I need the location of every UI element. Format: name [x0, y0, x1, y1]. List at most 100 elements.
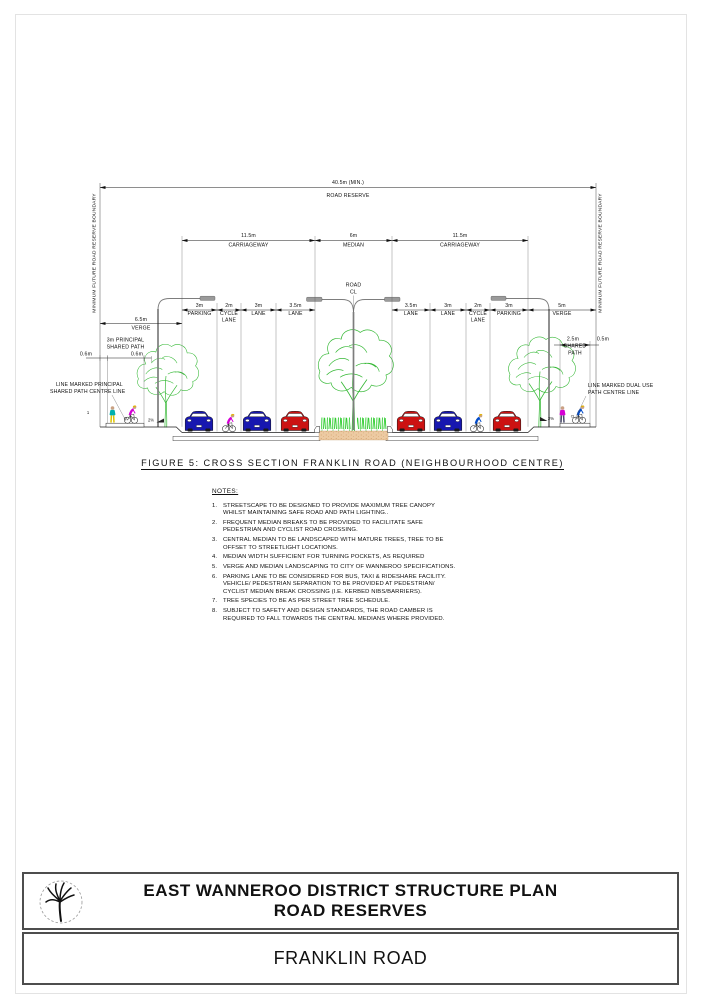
dual-path-dim: 2.5m — [567, 337, 579, 343]
slope-marker-left: 2% — [148, 418, 164, 423]
path-cl-marker-right: CL — [571, 415, 576, 419]
road-reserve-dim-label: 40.5m (MIN.) — [332, 180, 364, 186]
carriageway-right-label: CARRIAGEWAY — [440, 243, 480, 249]
slope-marker-right: 2% — [540, 416, 554, 421]
lane-left-inner-label: LANE — [288, 311, 303, 317]
cyclist-icon-cycle-lane-left — [222, 412, 236, 433]
note-item: SUBJECT TO SAFETY AND DESIGN STANDARDS, … — [212, 608, 445, 622]
page-border — [15, 14, 687, 994]
median-dim: 6m — [350, 233, 358, 239]
note-item: CENTRAL MEDIAN TO BE LANDSCAPED WITH MAT… — [212, 537, 444, 551]
datum-mark: 1 — [87, 410, 90, 415]
car-icon-lane-right-inner — [396, 410, 426, 432]
leader-label-left-1: LINE MARKED PRINCIPAL — [56, 382, 123, 388]
slope-label: 2% — [548, 416, 554, 421]
notes-heading: NOTES: — [212, 488, 239, 495]
road-reserve-label: ROAD RESERVE — [327, 193, 370, 199]
figure-caption-text: FIGURE 5: CROSS SECTION FRANKLIN ROAD (N… — [141, 458, 564, 470]
leader-label-right-2: PATH CENTRE LINE — [588, 390, 640, 396]
carriageway-right-dim: 11.5m — [453, 233, 468, 239]
cross-section-drawing: 2% 2% 40.5m (MIN.) ROAD RESERVE MINIMUM … — [50, 180, 654, 441]
streetlight-icon-median — [306, 297, 401, 430]
cycle-left-dim: 2m — [225, 303, 233, 309]
lane-right-inner-label: LANE — [404, 311, 419, 317]
streetlight-icon-right — [490, 296, 550, 427]
verge-right-dim: 5m — [558, 303, 566, 309]
title-line-1: EAST WANNEROO DISTRICT STRUCTURE PLAN — [143, 881, 558, 901]
median-grass-left — [321, 417, 351, 431]
carriageway-left-dim: 11.5m — [241, 233, 256, 239]
median-kerb-right — [387, 425, 393, 433]
principal-path-label: SHARED PATH — [107, 345, 145, 351]
pedestrian-icon-left-verge — [109, 406, 116, 423]
parking-right-label: PARKING — [497, 311, 521, 317]
cycle-right-dim: 2m — [474, 303, 482, 309]
principal-path-dim: 3m PRINCIPAL — [107, 338, 144, 344]
road-cl-label-top: ROAD — [346, 283, 362, 289]
carriageway-left-label: CARRIAGEWAY — [229, 243, 269, 249]
car-icon-lane-left — [242, 410, 272, 432]
boundary-lines — [99, 183, 597, 427]
tree-icon-median — [317, 329, 394, 432]
car-icon-lane-left-inner — [280, 410, 310, 432]
title-line-2: ROAD RESERVES — [273, 901, 428, 920]
tree-icon-left-verge — [136, 343, 200, 428]
lane-right-inner-dim: 3.5m — [405, 303, 417, 309]
notes-section: NOTES: STREETSCAPE TO BE DESIGNED TO PRO… — [212, 488, 456, 625]
cycle-left-label2: LANE — [222, 318, 237, 324]
car-icon-parking-right — [492, 410, 522, 432]
verge-left-dim: 6.5m — [135, 317, 147, 323]
parking-right-dim: 3m — [505, 303, 513, 309]
note-item: TREE SPECIES TO BE AS PER STREET TREE SC… — [212, 598, 390, 606]
shared-path-slab-left — [105, 422, 145, 428]
title-block: EAST WANNEROO DISTRICT STRUCTURE PLAN RO… — [22, 872, 679, 930]
notes-list: STREETSCAPE TO BE DESIGNED TO PROVIDE MA… — [212, 503, 456, 623]
boundary-label-left: MINIMUM FUTURE ROAD RESERVE BOUNDARY — [92, 193, 98, 313]
figure-caption: FIGURE 5: CROSS SECTION FRANKLIN ROAD (N… — [0, 453, 705, 471]
lane-left-label: LANE — [251, 311, 266, 317]
note-item: STREETSCAPE TO BE DESIGNED TO PROVIDE MA… — [212, 502, 435, 517]
note-item: FREQUENT MEDIAN BREAKS TO BE PROVIDED TO… — [212, 520, 423, 534]
dual-path-label1: SHARED — [564, 344, 587, 350]
offset-right-dim: 0.5m — [597, 337, 609, 343]
road-structure — [100, 417, 596, 441]
cyclist-icon-cycle-lane-right — [470, 412, 484, 433]
streetlight-icon-left — [157, 296, 216, 427]
verge-left-label: VERGE — [132, 326, 151, 332]
leader-label-left-2: SHARED PATH CENTRE LINE — [50, 389, 126, 395]
road-name: FRANKLIN ROAD — [273, 948, 428, 968]
cycle-right-label2: LANE — [471, 318, 486, 324]
lane-right-label: LANE — [441, 311, 456, 317]
note-item: MEDIAN WIDTH SUFFICIENT FOR TURNING POCK… — [212, 554, 425, 562]
lane-left-inner-dim: 3.5m — [289, 303, 301, 309]
shared-path-slab-right — [559, 422, 591, 428]
parking-left-dim: 3m — [196, 303, 204, 309]
lane-right-dim: 3m — [444, 303, 452, 309]
path-cl-marker-left: CL — [124, 417, 129, 421]
dimension-lines — [86, 185, 599, 361]
parking-left-label: PARKING — [187, 311, 211, 317]
wanneroo-logo — [38, 879, 84, 930]
tree-icon-right-verge — [508, 336, 576, 428]
cycle-right-label: CYCLE — [469, 311, 487, 317]
road-cl-label-bottom: CL — [350, 290, 357, 296]
boundary-label-right: MINIMUM FUTURE ROAD RESERVE BOUNDARY — [598, 193, 604, 313]
car-icon-lane-right — [433, 410, 463, 432]
lane-boundary-lines — [107, 236, 591, 432]
leader-lines — [111, 394, 587, 422]
slope-label: 2% — [148, 418, 154, 423]
pedestrian-icon-right-verge — [559, 406, 566, 423]
leader-label-right-1: LINE MARKED DUAL USE — [588, 383, 654, 389]
median-grass-right — [357, 417, 387, 431]
note-item: PARKING LANE TO BE CONSIDERED FOR BUS, T… — [212, 573, 446, 595]
median-kerb-left — [314, 425, 320, 433]
cyclist-icon-left-verge — [124, 404, 138, 424]
median-soil — [318, 430, 389, 441]
offset-left-inner-dim: 0.6m — [131, 352, 143, 358]
cycle-left-label: CYCLE — [220, 311, 238, 317]
dual-path-label2: PATH — [568, 351, 582, 357]
lane-left-dim: 3m — [255, 303, 263, 309]
car-icon-parking-left — [184, 410, 214, 432]
median-label: MEDIAN — [343, 243, 364, 249]
road-name-block: FRANKLIN ROAD — [22, 932, 679, 985]
